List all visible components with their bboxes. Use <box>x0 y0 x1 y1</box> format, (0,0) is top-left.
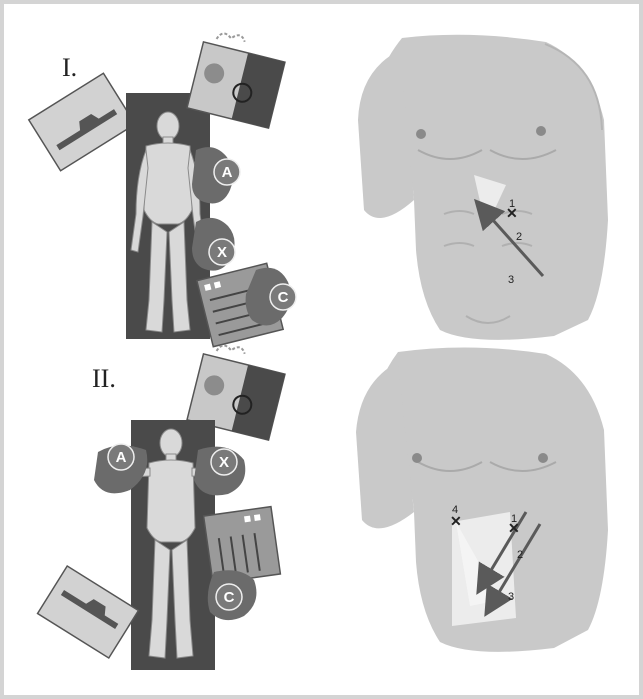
panel-1: I. A <box>29 27 608 346</box>
port-1-label: 1 <box>509 198 515 210</box>
staff-a-figure: A <box>192 147 240 203</box>
staff-a-label: A <box>222 164 233 181</box>
torso-1 <box>358 35 608 340</box>
instrument-tray-icon <box>38 566 139 658</box>
staff-x-figure: X <box>192 218 235 271</box>
port-4-label: 4 <box>452 504 458 516</box>
staff-c-label: C <box>278 289 289 306</box>
staff-c-label: C <box>224 589 235 606</box>
panel-2: II. A <box>38 339 608 670</box>
panel-1-label: I. <box>62 53 77 82</box>
torso-2 <box>356 347 608 651</box>
port-3-label: 3 <box>508 274 514 286</box>
panel-2-label: II. <box>92 364 116 393</box>
port-2-label: 2 <box>517 549 523 561</box>
port-1-label: 1 <box>511 513 517 525</box>
staff-c-figure: C <box>208 570 257 620</box>
staff-a-label: A <box>116 449 127 466</box>
staff-x-figure: X <box>194 447 245 496</box>
staff-x-label: X <box>217 244 227 261</box>
port-3-label: 3 <box>508 591 514 603</box>
port-2-label: 2 <box>516 231 522 243</box>
staff-x-label: X <box>219 454 229 471</box>
instrument-tray-icon <box>29 73 135 171</box>
